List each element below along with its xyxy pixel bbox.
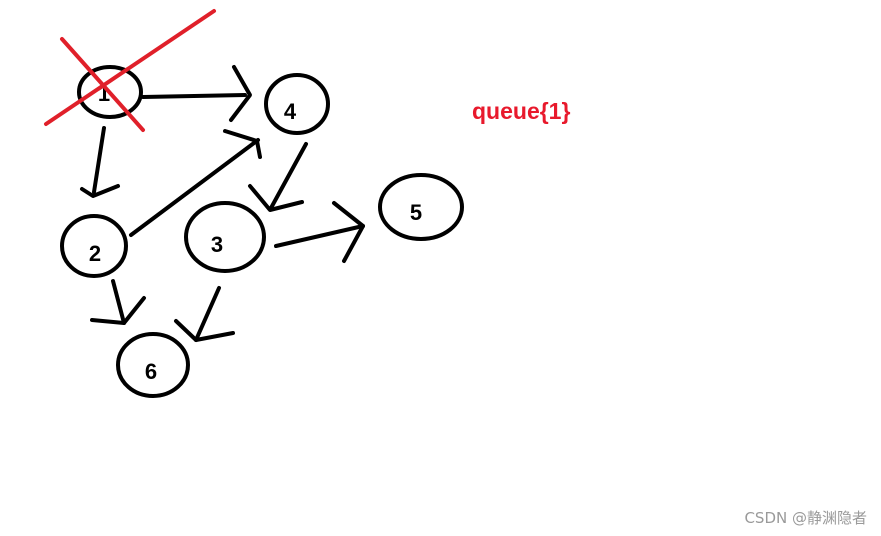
edge-line <box>269 142 308 210</box>
arrowhead <box>248 184 304 212</box>
edge-1-to-2 <box>80 126 120 198</box>
node-label: 6 <box>145 359 157 384</box>
cross-out-stroke <box>44 9 216 126</box>
edge-3-to-5 <box>274 201 365 263</box>
queue-label: queue{1} <box>472 98 571 124</box>
node-5: 5 <box>378 173 464 241</box>
node-2: 2 <box>60 214 128 278</box>
edge-line <box>92 126 106 194</box>
node-circle <box>116 332 190 398</box>
edge-line <box>111 279 126 325</box>
cross-out-layer <box>44 9 216 132</box>
arrowhead <box>90 296 146 325</box>
edge-2-to-4 <box>129 129 262 237</box>
node-circle <box>60 214 128 278</box>
edge-4-to-3 <box>248 142 308 212</box>
edge-line <box>194 286 221 342</box>
arrowhead <box>80 184 120 198</box>
node-label: 5 <box>410 200 422 225</box>
edge-1-to-4 <box>141 65 252 122</box>
edge-line <box>274 224 365 248</box>
arrowhead <box>229 65 252 122</box>
arrowhead <box>223 129 262 159</box>
node-circle <box>264 73 330 135</box>
node-circle <box>378 173 464 241</box>
node-circle <box>77 65 143 119</box>
node-label: 3 <box>211 232 223 257</box>
edges-layer <box>80 65 365 342</box>
cross-out-mark-node-1 <box>44 9 216 132</box>
edge-line <box>129 138 260 237</box>
arrowhead <box>332 201 365 263</box>
edge-line <box>141 93 247 99</box>
cross-out-stroke <box>60 37 145 132</box>
node-label: 2 <box>89 241 101 266</box>
edge-3-to-6 <box>174 286 235 342</box>
watermark: CSDN @静渊隐者 <box>744 509 867 527</box>
node-6: 6 <box>116 332 190 398</box>
node-circle <box>184 201 266 273</box>
arrowhead <box>174 319 235 342</box>
node-3: 3 <box>184 201 266 273</box>
node-label: 4 <box>284 99 297 124</box>
edge-2-to-6 <box>90 279 146 325</box>
node-4: 4 <box>264 73 330 135</box>
